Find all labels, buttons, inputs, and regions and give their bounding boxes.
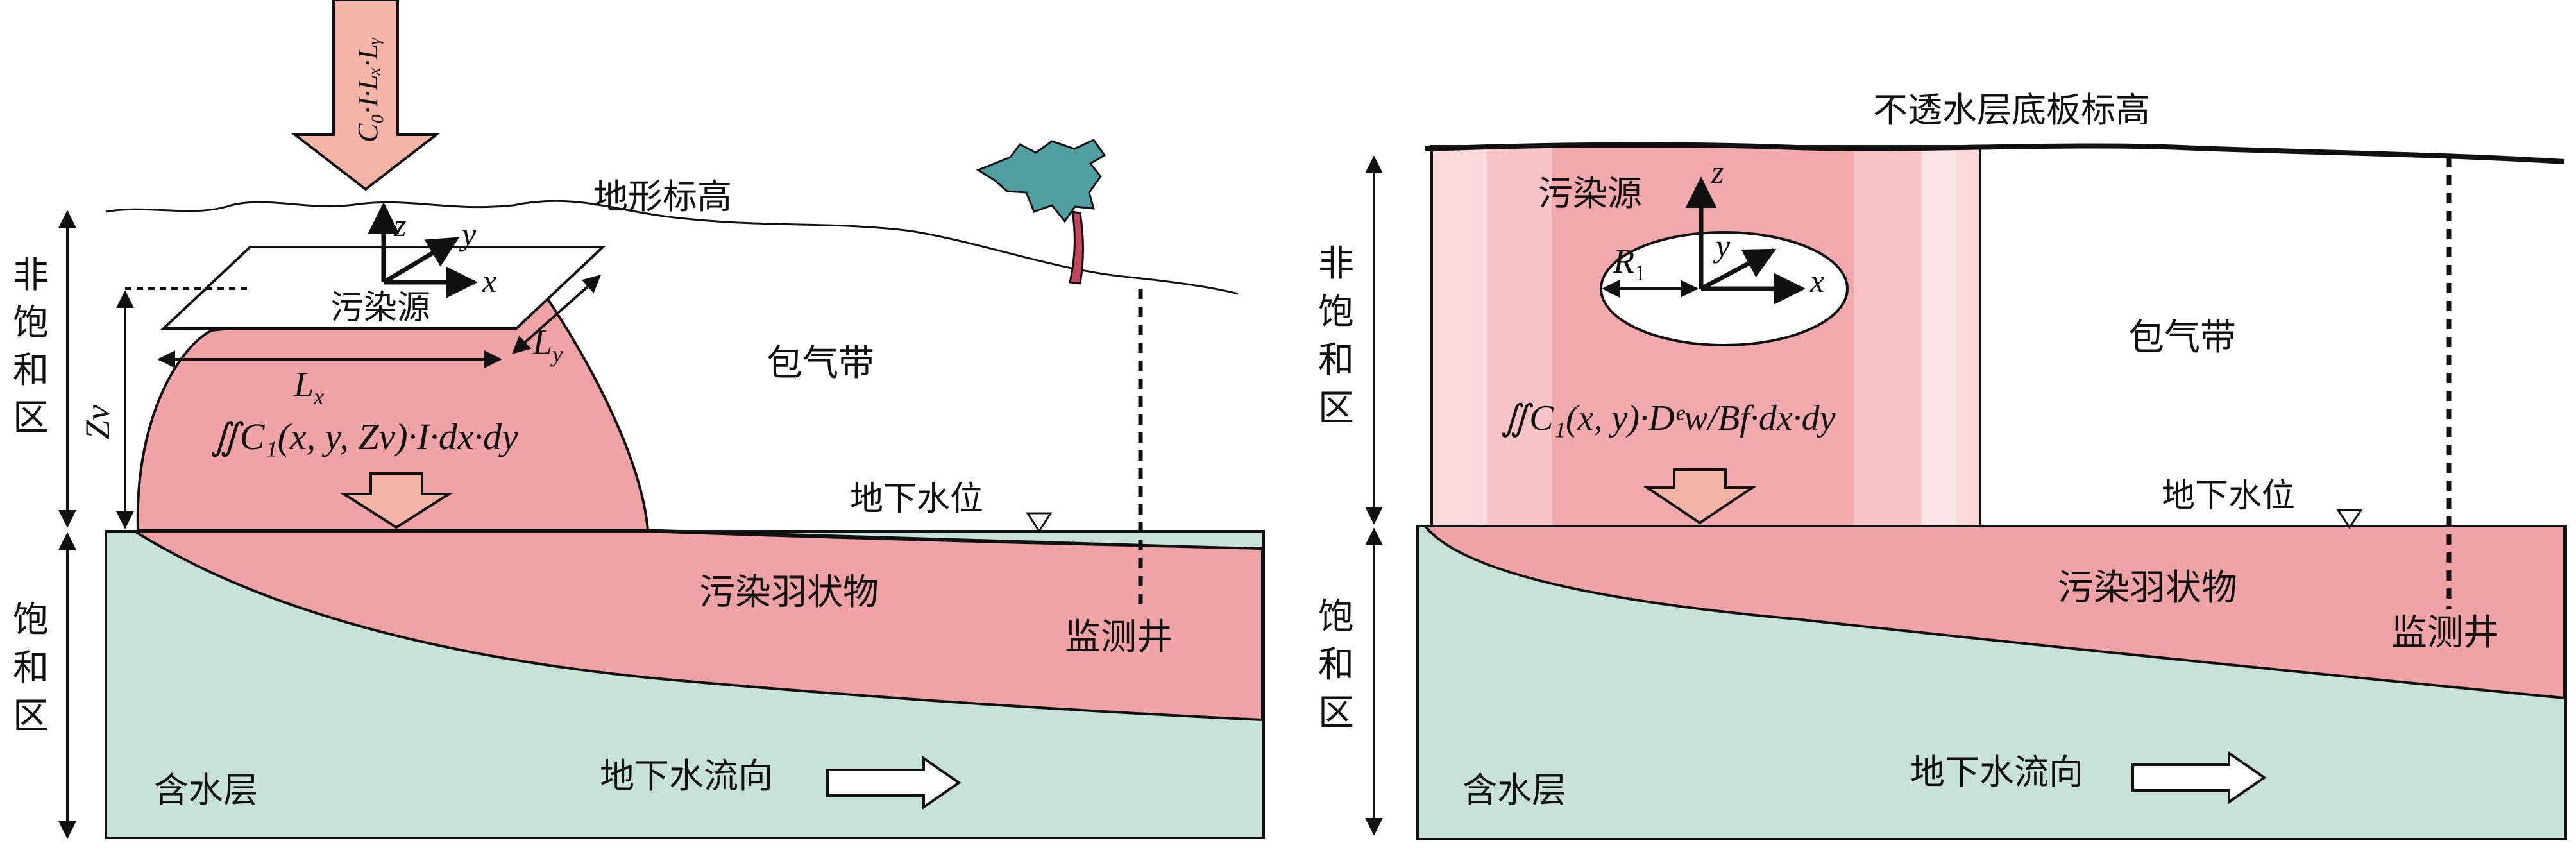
svg-text:和: 和 <box>1318 644 1354 686</box>
svg-text:饱: 饱 <box>1318 291 1354 333</box>
left-flux-arrow <box>291 0 440 191</box>
right-flow-arrow <box>2131 751 2267 805</box>
left-flow-label: 地下水流向 <box>600 756 773 796</box>
left-dim-lx: Lx <box>293 365 324 409</box>
right-source-label: 污染源 <box>1538 173 1642 214</box>
svg-text:饱: 饱 <box>13 599 49 641</box>
right-aquifer-label: 含水层 <box>1462 770 1566 810</box>
left-source-plate <box>160 246 607 330</box>
left-terrain-label: 地形标高 <box>593 176 732 217</box>
right-bottom-elevation-label: 不透水层底板标高 <box>1873 90 2150 130</box>
svg-text:区: 区 <box>1318 388 1354 429</box>
left-well-label: 监测井 <box>1065 617 1173 658</box>
left-panel: 污染源 C₀·I·Lₓ·Lᵧ z y x Lx Ly Zv ∬C₁(x, y, … <box>13 0 1265 839</box>
left-axis-x: x <box>482 263 496 299</box>
right-well-label: 监测井 <box>2391 612 2499 654</box>
svg-text:和: 和 <box>13 350 49 391</box>
left-integral-formula: ∬C₁(x, y, Zv)·I·dx·dy <box>210 416 518 457</box>
svg-text:和: 和 <box>13 647 49 689</box>
right-water-table-label: 地下水位 <box>2162 477 2295 515</box>
left-saturated-label: 饱 和 区 <box>13 599 49 737</box>
left-water-table-line <box>647 529 1263 550</box>
left-contaminant-plume <box>130 530 1264 722</box>
right-flow-label: 地下水流向 <box>1910 752 2083 792</box>
left-water-table-label: 地下水位 <box>850 480 983 518</box>
left-vadose-label: 包气带 <box>767 343 874 384</box>
right-axis-y: y <box>1713 228 1731 264</box>
left-flow-arrow <box>826 756 962 810</box>
left-axis-y: y <box>459 216 477 252</box>
right-radius-label: R1 <box>1613 242 1646 285</box>
left-aquifer-label: 含水层 <box>154 770 258 810</box>
left-unsaturated-label: 非 饱 和 区 <box>13 255 49 439</box>
left-plume-label: 污染羽状物 <box>699 572 879 613</box>
right-contaminant-plume <box>1422 525 2566 700</box>
right-unsaturated-label: 非 饱 和 区 <box>1318 243 1354 429</box>
right-infiltration-arrow <box>1643 468 1757 525</box>
left-dim-ly: Ly <box>532 323 563 367</box>
right-saturated-label: 饱 和 区 <box>1318 596 1354 734</box>
svg-text:区: 区 <box>1318 692 1354 734</box>
right-plume-label: 污染羽状物 <box>2058 567 2237 609</box>
left-water-table-symbol <box>1026 512 1053 533</box>
right-axis-z: z <box>1711 154 1724 190</box>
left-dim-zv: Zv <box>78 405 117 439</box>
right-water-table-symbol <box>2336 509 2363 529</box>
left-flux-formula: C₀·I·Lₓ·Lᵧ <box>352 37 384 142</box>
tree-icon <box>976 139 1106 285</box>
right-impermeable-bottom-line <box>1425 142 2565 164</box>
svg-text:区: 区 <box>13 695 49 737</box>
svg-text:饱: 饱 <box>1318 596 1354 638</box>
svg-text:非: 非 <box>1318 243 1354 285</box>
svg-text:非: 非 <box>13 255 49 296</box>
right-panel: z y x R1 污染源 ∬C₁(x, y)·Dᵉw/Bf·dx·dy 非 饱 … <box>1318 90 2567 840</box>
left-infiltration-arrow <box>339 472 453 529</box>
svg-text:饱: 饱 <box>13 302 49 344</box>
right-integral-formula: ∬C₁(x, y)·Dᵉw/Bf·dx·dy <box>1501 398 1836 438</box>
left-source-label: 污染源 <box>330 289 430 327</box>
svg-text:区: 区 <box>13 397 49 439</box>
left-axis-z: z <box>393 207 406 243</box>
right-vadose-label: 包气带 <box>2128 317 2236 359</box>
right-axis-x: x <box>1809 263 1824 299</box>
svg-text:和: 和 <box>1318 339 1354 381</box>
